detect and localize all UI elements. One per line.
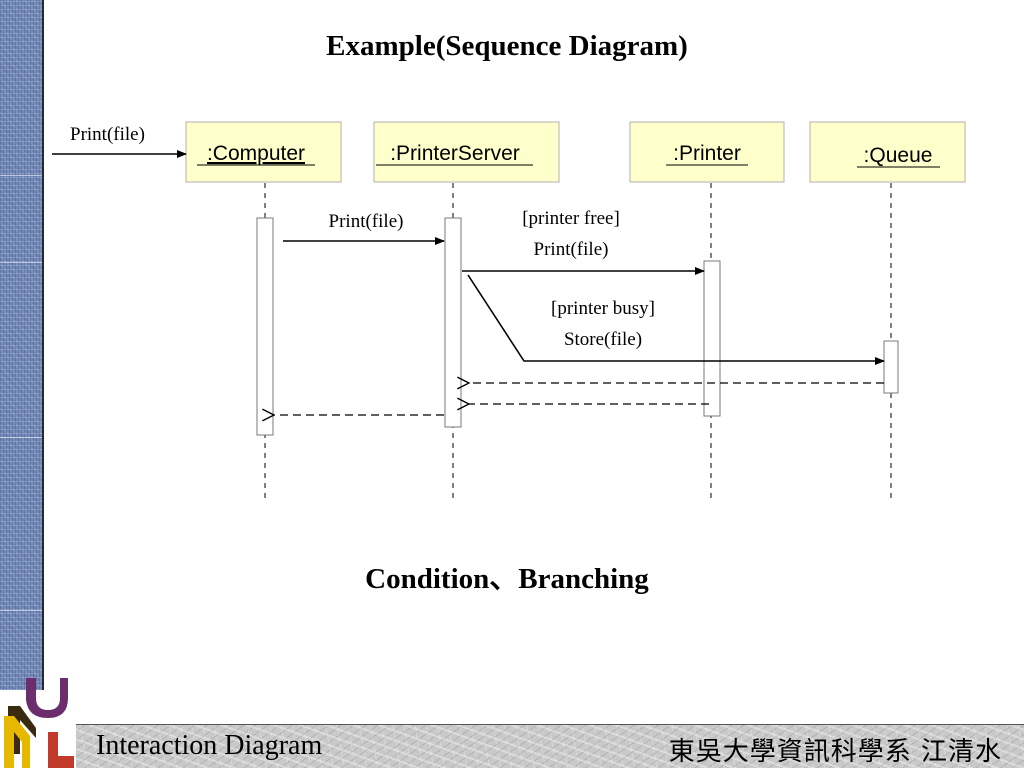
activation-queue: [883, 340, 899, 394]
object-printer: :Printer: [629, 121, 785, 183]
sequence-diagram: Example(Sequence Diagram) :Computer :Pri…: [52, 30, 966, 595]
footer-department-author: 東吳大學資訊科學系 江清水: [668, 737, 1002, 767]
object-queue: :Queue: [809, 121, 966, 183]
found-message-label: Print(file): [70, 124, 145, 145]
activation-printer: [703, 260, 721, 417]
message-print-to-server-label: Print(file): [329, 211, 404, 232]
slide-subtitle: Condition、Branching: [365, 563, 649, 595]
left-decorative-stripe: [0, 0, 44, 690]
activation-computer: [256, 217, 274, 436]
object-computer-label: :Computer: [207, 142, 305, 165]
message-print-to-printer-label: Print(file): [534, 239, 609, 260]
guard-printer-busy: [printer busy]: [551, 298, 655, 319]
object-computer: :Computer: [185, 121, 342, 183]
uml-logo: [4, 678, 74, 768]
page-title: Example(Sequence Diagram): [326, 30, 688, 62]
object-printerserver: :PrinterServer: [373, 121, 560, 183]
object-printerserver-label: :PrinterServer: [390, 142, 520, 165]
message-store-to-queue-arrow: [467, 274, 885, 365]
activation-printerserver: [444, 217, 462, 428]
object-queue-label: :Queue: [864, 144, 933, 167]
guard-printer-free: [printer free]: [522, 208, 620, 229]
footer-band: [76, 724, 1024, 768]
object-printer-label: :Printer: [673, 142, 741, 165]
message-store-to-queue-label: Store(file): [564, 329, 642, 350]
footer-course-title: Interaction Diagram: [96, 730, 323, 761]
